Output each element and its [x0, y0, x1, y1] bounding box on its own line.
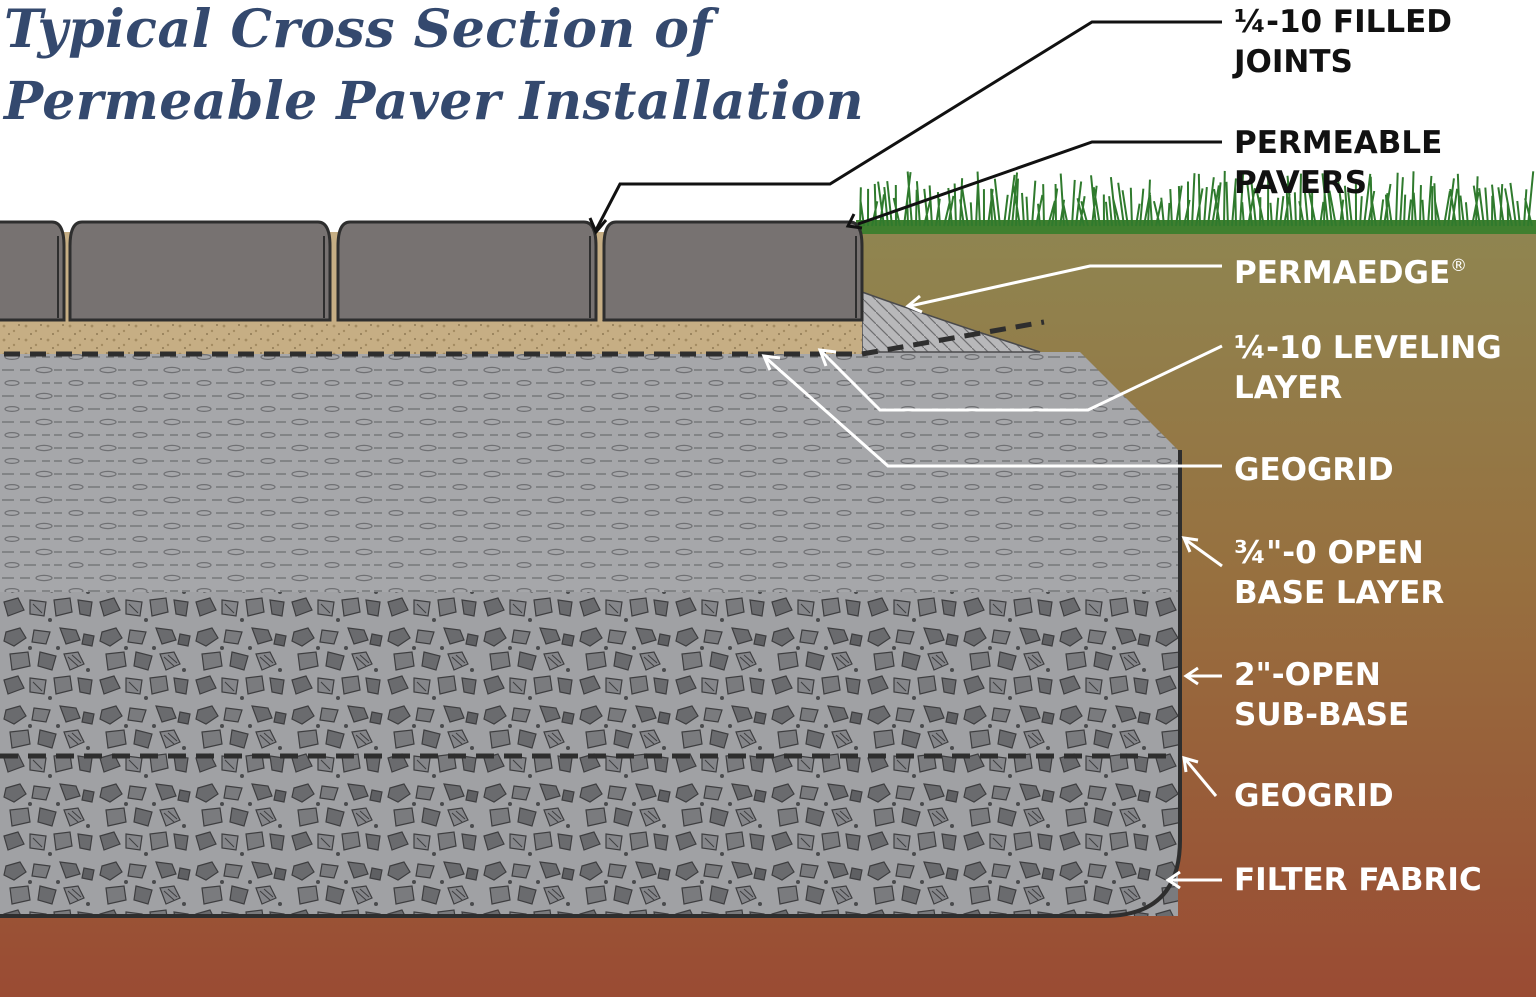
label-geogrid-upper: GEOGRID	[1234, 450, 1394, 490]
filter-fabric	[0, 450, 1182, 918]
label-permeable-pavers-line-1: PERMEABLE	[1234, 125, 1443, 161]
label-geogrid-lower: GEOGRID	[1234, 776, 1394, 816]
permaedge-wedge	[861, 290, 1041, 353]
paver-block	[336, 220, 598, 322]
label-filled-joints-line-2: JOINTS	[1234, 44, 1353, 80]
leader-arrowheads	[588, 213, 1199, 890]
label-geogrid-lower-text: GEOGRID	[1234, 778, 1394, 814]
label-filled-joints-line-1: ¼-10 FILLED	[1234, 4, 1453, 40]
grass	[856, 170, 1536, 234]
sub-base-stone	[0, 590, 1178, 916]
diagram-title-line-1: Typical Cross Section of	[4, 0, 713, 60]
label-filter-fabric-text: FILTER FABRIC	[1234, 862, 1482, 898]
label-permaedge-line: PERMAEDGE®	[1234, 246, 1467, 293]
label-permeable-pavers-line-2: PAVERS	[1234, 165, 1368, 201]
paver-block	[602, 220, 864, 322]
diagram-title-line-2: Permeable Paver Installation	[4, 71, 865, 132]
leader-permaedge	[909, 264, 1222, 308]
label-filter-fabric: FILTER FABRIC	[1234, 860, 1482, 900]
leader-permeable-pavers	[857, 140, 1222, 226]
label-geogrid-upper-text: GEOGRID	[1234, 452, 1394, 488]
base-gravel	[0, 352, 1178, 592]
paver-block	[0, 220, 66, 322]
label-open-base-layer-line-2: BASE LAYER	[1234, 575, 1445, 611]
label-permaedge-text: PERMAEDGE	[1234, 255, 1451, 291]
registered-mark: ®	[1450, 256, 1468, 276]
leader-geogrid-upper	[765, 356, 1222, 468]
leader-lines	[594, 20, 1223, 882]
label-leveling-layer-line-2: LAYER	[1234, 370, 1343, 406]
label-leveling-layer: ¼-10 LEVELING LAYER	[1234, 328, 1502, 408]
label-open-base-layer-line-1: ¾"-0 OPEN	[1234, 535, 1424, 571]
leader-leveling-layer	[820, 344, 1223, 412]
label-permaedge: PERMAEDGE®	[1234, 246, 1467, 293]
paver-row	[0, 220, 864, 322]
filled-joint	[596, 232, 604, 320]
label-open-sub-base-line-1: 2"-OPEN	[1234, 657, 1381, 693]
leader-filled-joints	[594, 20, 1222, 231]
label-permeable-pavers: PERMEABLE PAVERS	[1234, 123, 1442, 203]
label-open-sub-base-line-2: SUB-BASE	[1234, 697, 1410, 733]
leader-geogrid-lower	[1184, 759, 1218, 797]
geogrid-upper-line	[4, 319, 1045, 357]
label-open-base-layer: ¾"-0 OPEN BASE LAYER	[1234, 533, 1444, 613]
leader-open-base	[1185, 538, 1223, 568]
filled-joint	[330, 232, 338, 320]
label-filled-joints: ¼-10 FILLED JOINTS	[1234, 2, 1452, 82]
label-open-sub-base: 2"-OPEN SUB-BASE	[1234, 655, 1409, 735]
paver-block	[68, 220, 332, 322]
filled-joint	[64, 232, 72, 320]
label-leveling-layer-line-1: ¼-10 LEVELING	[1234, 330, 1502, 366]
leveling-sand	[0, 320, 862, 354]
